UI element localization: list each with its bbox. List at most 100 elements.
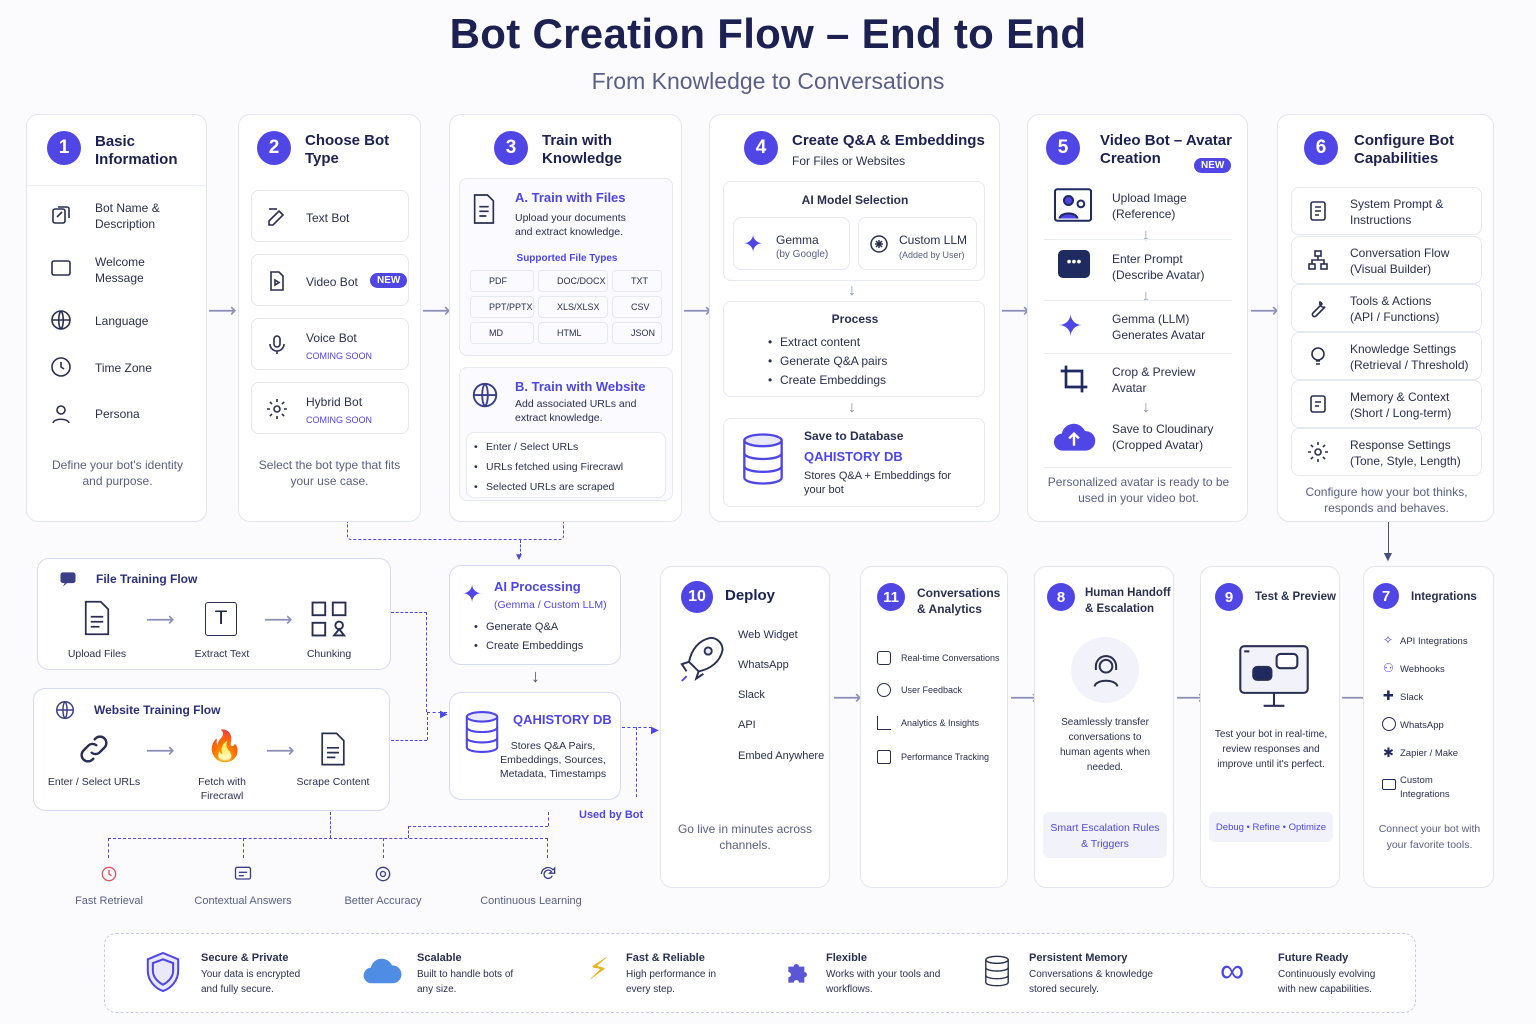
step2-number: 2 xyxy=(257,131,291,165)
step7-title: Integrations xyxy=(1411,591,1477,603)
benefit-2: Better Accuracy xyxy=(344,895,422,907)
step4-card: 4 Create Q&A & Embeddings For Files or W… xyxy=(709,114,1000,522)
chunking-icon xyxy=(310,600,348,638)
lightning-icon: ⚡ xyxy=(588,953,610,986)
step2-footer: Select the bot type that fits your use c… xyxy=(258,458,401,488)
api-icon: ✧ xyxy=(1383,633,1394,647)
database-icon xyxy=(463,709,501,755)
edit-icon xyxy=(265,205,289,229)
step7-number: 7 xyxy=(1373,583,1399,609)
capability-tools-actions[interactable] xyxy=(1291,284,1482,332)
step11-number: 11 xyxy=(877,583,905,611)
performance-icon xyxy=(877,750,891,764)
model-custom-llm[interactable]: Custom LLM (Added by User) xyxy=(858,217,977,270)
file-type-chip: DOC/DOCX xyxy=(538,270,608,292)
slack-icon: ✚ xyxy=(1383,688,1394,703)
new-badge: NEW xyxy=(370,273,408,288)
sparkle-icon: ✦ xyxy=(1058,310,1084,343)
puzzle-icon xyxy=(783,956,815,988)
file-type-chip: PPT/PPTX xyxy=(470,296,534,318)
step6-title: Configure Bot Capabilities xyxy=(1354,132,1454,167)
save-database-panel: Save to Database QAHISTORY DB Stores Q&A… xyxy=(723,418,985,507)
file-type-chip: JSON xyxy=(612,322,662,344)
realtime-icon xyxy=(877,651,891,665)
step4-number: 4 xyxy=(744,131,778,165)
step2-card: 2 Choose Bot Type Text Bot Video Bot NEW… xyxy=(238,114,421,522)
page-title: Bot Creation Flow – End to End xyxy=(449,10,1087,57)
step9-number: 9 xyxy=(1215,583,1243,611)
feature-4-title: Persistent Memory xyxy=(1029,952,1128,964)
step9-title: Test & Preview xyxy=(1255,591,1336,603)
sparkle-icon: ✦ xyxy=(462,581,483,608)
step5-card: 5 Video Bot – Avatar Creation NEW Upload… xyxy=(1027,114,1248,522)
feature-2-title: Fast & Reliable xyxy=(626,952,705,964)
rocket-icon xyxy=(677,633,725,685)
step1-item-4: Persona xyxy=(95,407,140,421)
step7-footer: Connect your bot with your favorite tool… xyxy=(1378,823,1481,851)
database-icon xyxy=(738,431,788,487)
step8-card: 8 Human Handoff & Escalation Seamlessly … xyxy=(1034,566,1174,888)
step10-card: 10 Deploy Web Widget WhatsApp Slack API … xyxy=(660,566,830,888)
globe-icon xyxy=(470,380,500,410)
train-website-panel: B. Train with Website Add associated URL… xyxy=(459,367,673,501)
brain-chip-icon xyxy=(867,232,891,256)
feature-5-desc: Continuously evolving with new capabilit… xyxy=(1278,969,1376,995)
headset-agent-icon xyxy=(1087,651,1125,689)
benefit-3: Continuous Learning xyxy=(480,895,582,907)
lightbulb-icon xyxy=(1306,344,1330,368)
feedback-icon xyxy=(877,683,891,697)
gear-icon xyxy=(1306,440,1330,464)
bot-type-hybrid[interactable]: Hybrid Bot COMING SOON xyxy=(251,382,409,434)
feature-5-title: Future Ready xyxy=(1278,952,1349,964)
step10-footer: Go live in minutes across channels. xyxy=(677,822,813,852)
bot-type-voice[interactable]: Voice Bot COMING SOON xyxy=(251,318,409,370)
monitor-chat-icon xyxy=(1235,641,1313,711)
bot-type-video[interactable]: Video Bot NEW xyxy=(251,254,409,306)
flow-icon xyxy=(1306,248,1330,272)
capability-memory-context[interactable] xyxy=(1291,380,1482,428)
step1-footer: Define your bot's identity and purpose. xyxy=(51,458,184,488)
step3-title: Train with Knowledge xyxy=(542,132,623,167)
text-extract-icon: T xyxy=(205,602,237,636)
chat-bubble-icon: ••• xyxy=(1058,250,1090,278)
flame-icon: 🔥 xyxy=(206,730,244,763)
user-icon xyxy=(49,402,73,426)
feature-1-desc: Built to handle bots of any size. xyxy=(417,969,514,995)
ai-processing-card: ✦ AI Processing (Gemma / Custom LLM) Gen… xyxy=(449,565,621,665)
escalation-rules-chip: Smart Escalation Rules & Triggers xyxy=(1050,822,1160,850)
image-upload-icon xyxy=(1052,187,1094,223)
file-type-chip: HTML xyxy=(538,322,608,344)
database-icon xyxy=(983,953,1011,989)
file-training-flow: File Training Flow Upload Files ⟶ T Extr… xyxy=(37,558,391,670)
memory-icon xyxy=(1306,392,1330,416)
document-icon xyxy=(470,192,498,226)
qahistory-db-card: QAHISTORY DB Stores Q&A Pairs, Embedding… xyxy=(449,692,621,800)
benefit-1: Contextual Answers xyxy=(194,895,292,907)
website-training-flow: Website Training Flow Enter / Select URL… xyxy=(33,688,390,811)
step9-card: 9 Test & Preview Test your bot in real-t… xyxy=(1200,566,1340,888)
model-gemma[interactable]: ✦ Gemma (by Google) xyxy=(733,217,850,270)
capability-response-settings[interactable] xyxy=(1291,428,1482,476)
gear-icon xyxy=(265,397,289,421)
step6-card: 6 Configure Bot Capabilities System Prom… xyxy=(1277,114,1494,522)
step10-title: Deploy xyxy=(725,587,776,604)
learning-icon xyxy=(538,864,558,884)
file-type-chip: TXT xyxy=(612,270,662,292)
train-files-panel: A. Train with Files Upload your document… xyxy=(459,178,673,356)
capability-system-prompt[interactable] xyxy=(1291,187,1482,235)
step3-number: 3 xyxy=(494,131,528,165)
chat-icon xyxy=(58,569,78,589)
benefit-0: Fast Retrieval xyxy=(75,895,143,907)
step1-title: Basic Information xyxy=(95,133,178,168)
step11-title: Conversations & Analytics xyxy=(917,586,1001,616)
video-file-icon xyxy=(265,269,289,293)
bot-type-text[interactable]: Text Bot xyxy=(251,190,409,242)
debug-refine-chip: Debug • Refine • Optimize xyxy=(1215,822,1327,833)
globe-icon xyxy=(54,699,76,721)
analytics-icon xyxy=(877,716,891,730)
step1-item-3: Time Zone xyxy=(95,361,152,375)
step1-item-2: Language xyxy=(95,314,149,328)
cloud-icon xyxy=(362,956,402,986)
step1-card: 1 Basic Information Bot Name & Descripti… xyxy=(26,114,207,522)
step1-number: 1 xyxy=(47,131,81,165)
